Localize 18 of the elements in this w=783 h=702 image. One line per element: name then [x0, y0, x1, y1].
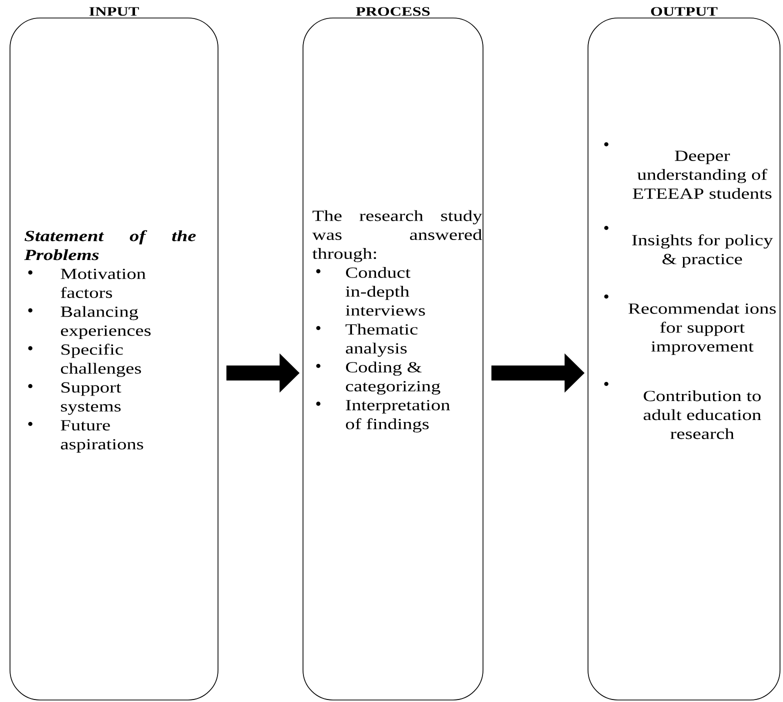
bullet-item: Specific challenges [28, 344, 141, 377]
bullet-item: Recommendat ions for support improvement [604, 294, 776, 355]
bullet-item: Insights for policy & practice [604, 226, 773, 268]
bullet-item: Interpretation of findings [316, 400, 450, 432]
bullet-item: Future aspirations [28, 420, 144, 453]
column-heading: PROCESS [356, 7, 430, 16]
bullet-item: Deeper understanding of ETEEAP students [604, 142, 772, 199]
bullet-item: Balancing experiences [28, 306, 151, 339]
bullet-item: Conduct in-depth interviews [316, 266, 425, 316]
bullet-item: Support systems [28, 382, 122, 415]
intro-text: Statement of the Problems [24, 230, 196, 260]
bullet-item: Motivation factors [28, 268, 146, 298]
bullet-item: Thematic analysis [316, 324, 418, 357]
column-heading: OUTPUT [651, 7, 718, 16]
bullet-item: Coding & categorizing [316, 362, 440, 395]
column-heading: INPUT [89, 7, 139, 16]
bullet-item: Contribution to adult education research [604, 382, 762, 440]
intro-text: The research study was answered through: [312, 210, 482, 262]
